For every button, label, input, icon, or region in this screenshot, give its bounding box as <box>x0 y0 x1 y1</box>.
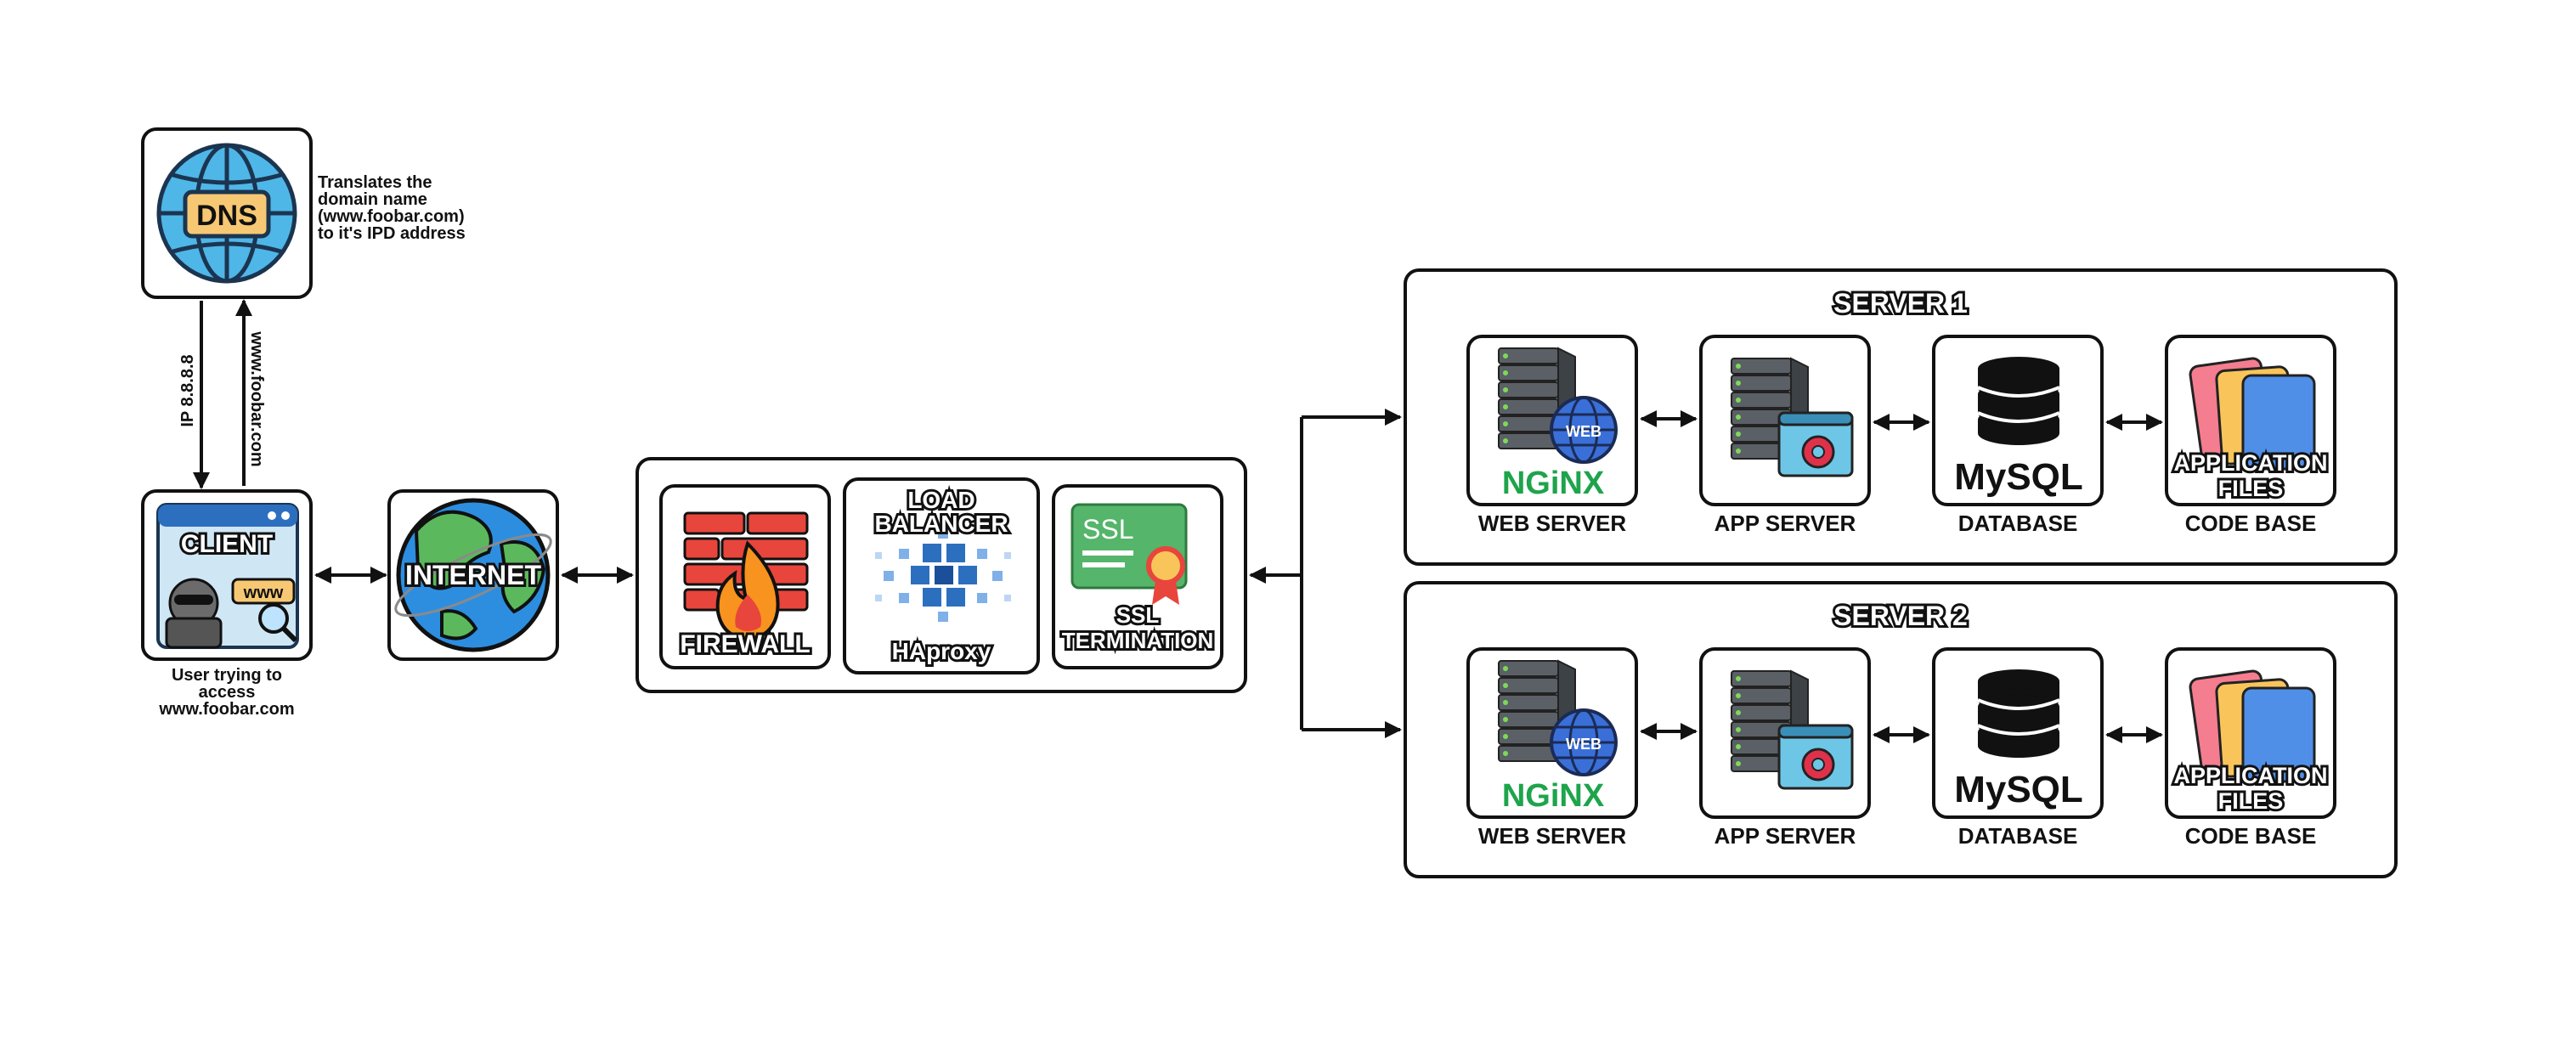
server-2-code-base-label: CODE BASE <box>2185 823 2317 849</box>
server-2-app-server-label: APP SERVER <box>1715 823 1856 849</box>
web-badge-text: WEB <box>1566 736 1602 753</box>
server-2-files-text-line-1: APPLICATION <box>2174 763 2328 788</box>
client-node[interactable]: www CLIENT <box>141 489 313 661</box>
load-balancer-label-line-2: BALANCER <box>874 511 1008 537</box>
ssl-icon-text: SSL <box>1082 514 1133 545</box>
dns-note: Translates the domain name (www.foobar.c… <box>318 173 466 243</box>
client-browser-icon: www <box>156 503 299 649</box>
firewall-node[interactable]: FIREWALL <box>659 484 831 669</box>
internet-node[interactable]: INTERNET <box>387 489 559 661</box>
server-1-database[interactable]: MySQL DATABASE <box>1932 335 2104 536</box>
dns-icon-text: DNS <box>196 200 257 232</box>
server-1-code-base[interactable]: APPLICATION FILES CODE BASE <box>2165 335 2336 536</box>
dns-note-line-4: to it's IPD address <box>318 224 466 243</box>
firewall-icon <box>683 511 809 641</box>
domain-arrow-label: www.foobar.com <box>247 330 266 466</box>
client-caption: User trying to access www.foobar.com <box>158 666 294 719</box>
server-2-database[interactable]: MySQL DATABASE <box>1932 647 2104 849</box>
client-caption-line-1: User trying to <box>172 666 282 685</box>
server-1-database-label: DATABASE <box>1958 511 2078 536</box>
nginx-server-icon: WEB NGiNX <box>1499 348 1616 501</box>
firewall-label: FIREWALL <box>680 630 810 658</box>
server-1-files-text-line-2: FILES <box>2218 476 2284 501</box>
ssl-label-line-2: TERMINATION <box>1062 628 1214 653</box>
server-1-app-server-label: APP SERVER <box>1715 511 1856 536</box>
server-1-code-base-label: CODE BASE <box>2185 511 2317 536</box>
nginx-logo-text: NGiNX <box>1502 466 1605 501</box>
client-caption-line-2: access <box>199 683 256 702</box>
server-1-title: SERVER 1 <box>1833 288 1968 319</box>
server-1-files-text-line-1: APPLICATION <box>2174 450 2328 476</box>
haproxy-label: HAproxy <box>892 638 991 664</box>
server-2-web-server[interactable]: WEB NGiNX WEB SERVER <box>1466 647 1638 849</box>
dns-note-line-1: Translates the <box>318 173 432 192</box>
nginx-server-icon: WEB NGiNX <box>1499 661 1616 814</box>
web-badge-text: WEB <box>1566 423 1602 440</box>
dns-globe-icon: DNS <box>156 143 297 284</box>
mysql-logo-text: MySQL <box>1954 769 2083 810</box>
dns-note-line-3: (www.foobar.com) <box>318 207 465 226</box>
internet-label: INTERNET <box>405 560 541 590</box>
server-2-web-server-label: WEB SERVER <box>1478 823 1627 849</box>
server-1-app-server[interactable]: APP SERVER <box>1699 335 1871 536</box>
mysql-logo-text: MySQL <box>1954 456 2083 498</box>
server-2-group[interactable]: SERVER 2 WEB NGiNX WEB SERVER APP SERVER… <box>1404 581 2398 878</box>
ssl-label-line-1: SSL <box>1116 602 1160 628</box>
server-2-code-base[interactable]: APPLICATION FILES CODE BASE <box>2165 647 2336 849</box>
ssl-termination-node[interactable]: SSL SSL TERMINATION <box>1052 484 1223 669</box>
ssl-certificate-icon: SSL <box>1071 503 1188 605</box>
www-badge-text: www <box>243 584 284 602</box>
mysql-database-icon: MySQL <box>1954 668 2083 810</box>
server-2-files-text-line-2: FILES <box>2218 788 2284 814</box>
server-1-group[interactable]: SERVER 1 WEB NGiNX WEB SERVER APP SERVER… <box>1404 268 2398 566</box>
load-balancer-label-line-1: LOAD <box>907 487 974 513</box>
client-label: CLIENT <box>181 530 273 558</box>
server-2-title: SERVER 2 <box>1833 601 1968 631</box>
load-balancer-node[interactable]: LOAD BALANCER HAproxy <box>843 477 1040 674</box>
dns-note-line-2: domain name <box>318 190 427 209</box>
dns-node[interactable]: DNS <box>141 127 313 299</box>
nginx-logo-text: NGiNX <box>1502 778 1605 814</box>
ip-arrow-label: IP 8.8.8.8 <box>178 354 197 426</box>
server-2-database-label: DATABASE <box>1958 823 2078 849</box>
haproxy-logo-icon <box>875 528 1011 622</box>
earth-icon <box>394 498 552 652</box>
server-2-app-server[interactable]: APP SERVER <box>1699 647 1871 849</box>
server-1-web-server[interactable]: WEB NGiNX WEB SERVER <box>1466 335 1638 536</box>
server-1-web-server-label: WEB SERVER <box>1478 511 1627 536</box>
mysql-database-icon: MySQL <box>1954 355 2083 498</box>
client-caption-line-3: www.foobar.com <box>158 700 294 719</box>
